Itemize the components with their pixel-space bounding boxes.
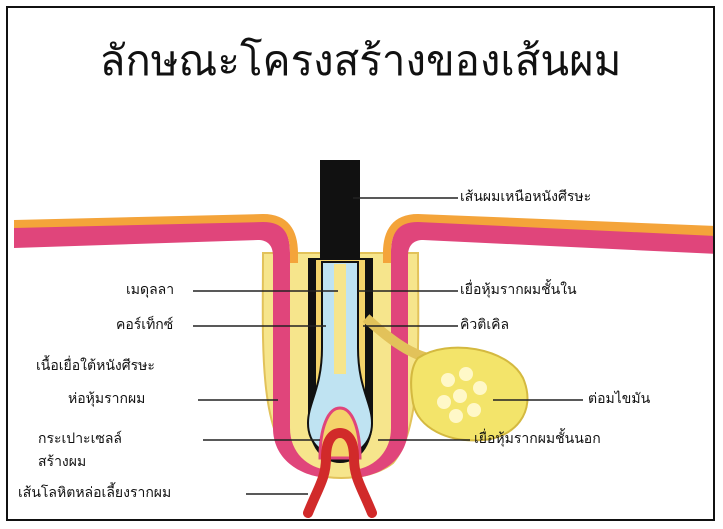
label-subcutaneous-tissue: เนื้อเยื่อใต้หนังศีรษะ	[36, 358, 155, 375]
label-hair-bulb-line2: สร้างผม	[38, 454, 86, 471]
diagram-frame: ลักษณะโครงสร้างของเส้นผม	[6, 6, 715, 521]
label-outer-root-sheath: เยื่อหุ้มรากผมชั้นนอก	[474, 431, 601, 448]
label-blood-vessel: เส้นโลหิตหล่อเลี้ยงรากผม	[18, 485, 171, 502]
label-medulla: เมดุลลา	[126, 282, 174, 299]
hair-shaft-shape	[320, 160, 360, 260]
label-sebaceous-gland: ต่อมไขมัน	[588, 391, 650, 408]
label-hair-shaft: เส้นผมเหนือหนังศีรษะ	[460, 189, 591, 206]
medulla-shape	[334, 264, 346, 374]
label-cuticle: คิวติเคิล	[460, 317, 509, 334]
label-inner-root-sheath: เยื่อหุ้มรากผมชั้นใน	[460, 282, 577, 299]
label-hair-bulb-line1: กระเปาะเซลล์	[38, 431, 122, 448]
label-cortex: คอร์เท็กซ์	[116, 317, 173, 334]
label-hair-follicle: ห่อหุ้มรากผม	[68, 391, 145, 408]
sebaceous-gland-shape	[411, 348, 527, 441]
